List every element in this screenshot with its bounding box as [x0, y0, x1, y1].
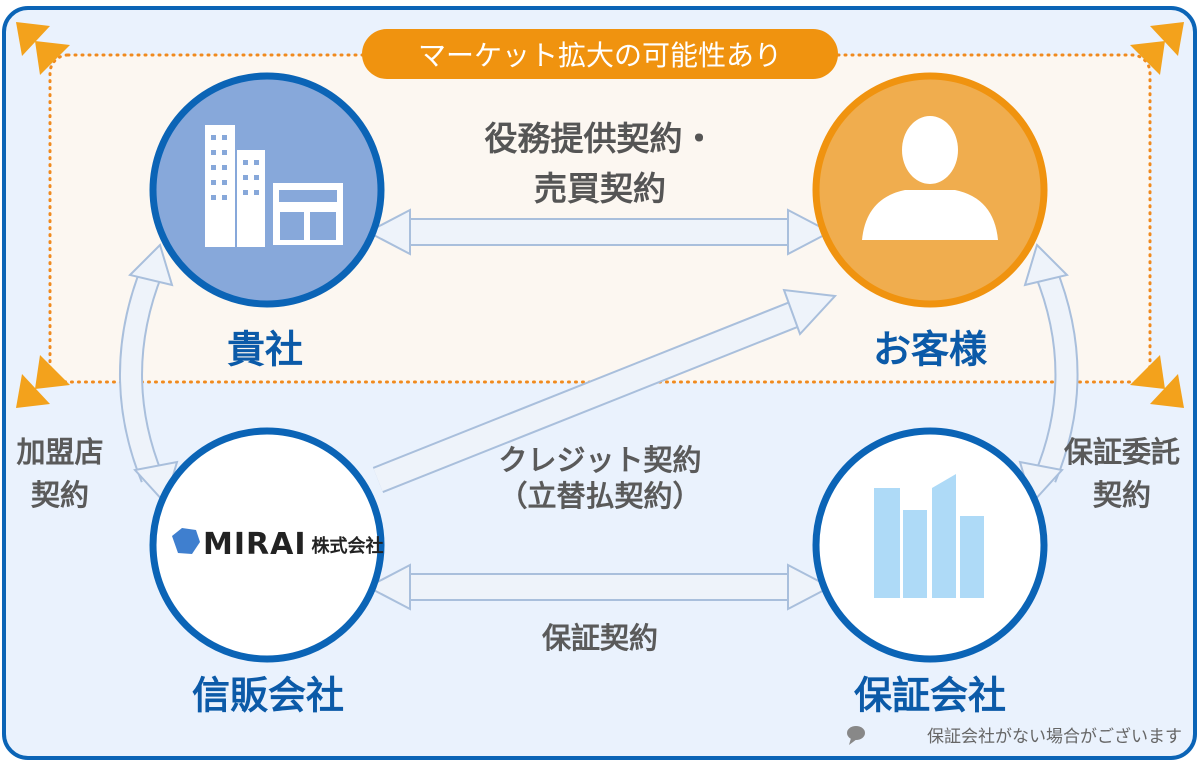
building-store-icon — [205, 125, 343, 247]
node-credit-label: 信販会社 — [191, 673, 345, 718]
contract-top-line1: 役務提供契約・ — [484, 119, 716, 158]
contract-diag-line2: （立替払契約） — [498, 479, 702, 513]
corner-arrows-icon — [16, 22, 1184, 408]
logo-name: MIRAI — [203, 527, 307, 562]
person-icon — [862, 116, 998, 240]
arrow-diagonal — [372, 288, 838, 494]
logo-suffix: 株式会社 — [311, 535, 384, 557]
speech-bubble-icon — [847, 726, 865, 745]
footnote: 保証会社がない場合がございます — [927, 722, 1182, 747]
contract-left-line2: 契約 — [30, 478, 90, 512]
mirai-logo-icon — [172, 528, 200, 554]
credit-circle — [149, 427, 385, 663]
company-circle — [149, 72, 385, 308]
node-customer-label: お客様 — [872, 327, 988, 372]
contract-right-line2: 契約 — [1092, 478, 1152, 512]
contract-top-line2: 売買契約 — [534, 169, 666, 208]
market-banner: マーケット拡大の可能性あり — [362, 29, 838, 79]
buildings-icon — [874, 474, 984, 598]
guarantor-circle — [812, 427, 1048, 663]
mirai-logo: MIRAI 株式会社 — [168, 527, 384, 562]
node-guarantor-label: 保証会社 — [853, 673, 1007, 718]
contract-left-line1: 加盟店 — [16, 435, 104, 469]
contract-right-line1: 保証委託 — [1063, 435, 1181, 469]
contract-bottom: 保証契約 — [541, 621, 659, 655]
arrow-bottom — [365, 563, 833, 611]
footnote-text: 保証会社がない場合がございます — [927, 727, 1182, 747]
arrow-top — [365, 208, 833, 256]
contract-diag-line1: クレジット契約 — [498, 443, 702, 477]
node-company-label: 貴社 — [226, 327, 304, 372]
